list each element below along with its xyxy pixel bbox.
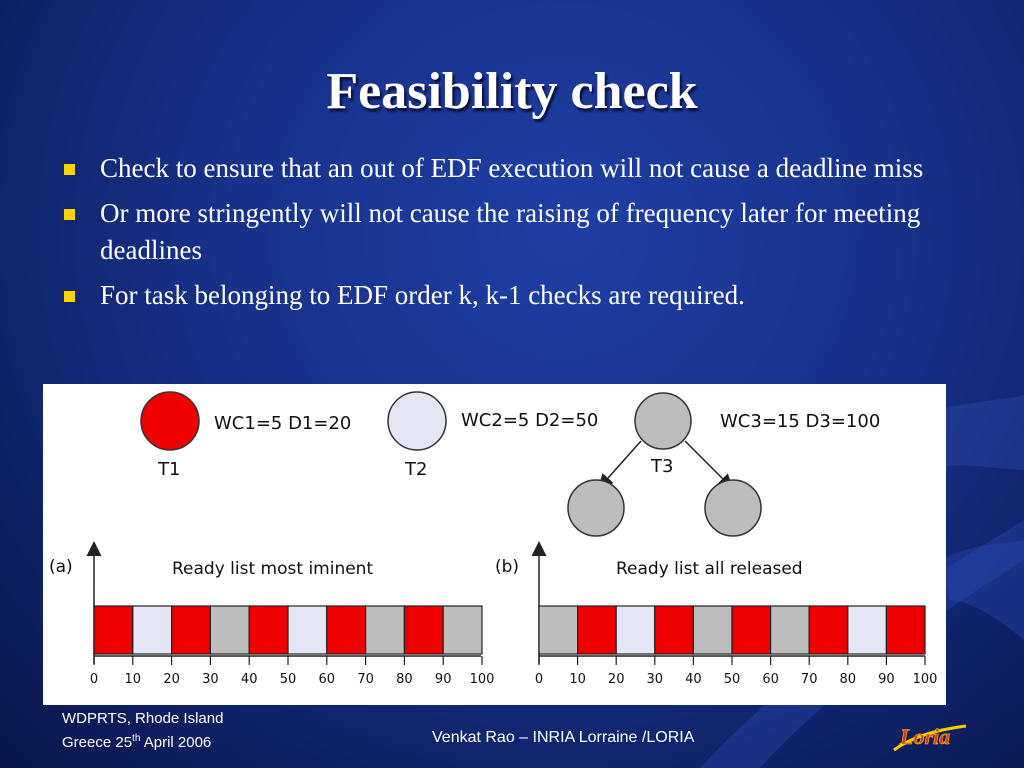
tick-label: 50 xyxy=(724,672,741,687)
bullet-text: Check to ensure that an out of EDF execu… xyxy=(100,153,924,183)
footer-venue-line2: Greece 25th April 2006 xyxy=(62,733,212,751)
bullet-item: Or more stringently will not cause the r… xyxy=(62,195,962,269)
schedule-slot-t3 xyxy=(209,605,250,655)
t3-child-right-node xyxy=(704,479,762,537)
t3-left-arrow xyxy=(598,440,642,490)
tick-label: 10 xyxy=(125,672,142,687)
timeline-a-tag: (a) xyxy=(49,557,73,577)
timeline-b-tag: (b) xyxy=(495,557,519,577)
schedule-slot-t1 xyxy=(654,605,694,655)
loria-logo: Loria xyxy=(893,724,967,752)
tick-label: 80 xyxy=(396,672,413,687)
tick-label: 0 xyxy=(90,672,98,687)
schedule-slot-t3 xyxy=(692,605,733,655)
footer-venue: WDPRTS, Rhode Island Greece 25th April 2… xyxy=(62,709,223,753)
schedule-slot-t2 xyxy=(132,605,173,655)
tick-label: 40 xyxy=(685,672,702,687)
t3-right-arrow xyxy=(684,440,734,490)
timeline-a-title: Ready list most iminent xyxy=(172,559,373,579)
task-t3-node xyxy=(634,392,692,450)
schedule-slot-t1 xyxy=(326,605,367,655)
task-t2-label: T2 xyxy=(404,459,427,480)
tick-label: 60 xyxy=(319,672,336,687)
scheduling-figure: WC1=5 D1=20 T1 WC2=5 D2=50 T2 WC3=15 D3=… xyxy=(43,384,946,705)
schedule-slot-t1 xyxy=(885,605,926,655)
schedule-slot-t1 xyxy=(171,605,212,655)
tick-label: 40 xyxy=(241,672,258,687)
schedule-slot-t3 xyxy=(538,605,579,655)
schedule-slot-t1 xyxy=(93,605,134,655)
task-t1-params: WC1=5 D1=20 xyxy=(214,413,351,434)
tick-label: 60 xyxy=(762,672,779,687)
tick-label: 100 xyxy=(470,672,495,687)
bullet-item: Check to ensure that an out of EDF execu… xyxy=(62,150,962,187)
schedule-slot-t1 xyxy=(248,605,289,655)
tick-label: 90 xyxy=(435,672,452,687)
schedule-slot-t3 xyxy=(365,605,406,655)
task-t3-label: T3 xyxy=(650,456,673,477)
schedule-slot-t2 xyxy=(615,605,656,655)
tick-label: 80 xyxy=(840,672,857,687)
bullet-list: Check to ensure that an out of EDF execu… xyxy=(62,150,962,322)
schedule-slot-t1 xyxy=(403,605,444,655)
schedule-slot-t2 xyxy=(287,605,328,655)
schedule-slot-t3 xyxy=(442,605,483,655)
bullet-text: For task belonging to EDF order k, k-1 c… xyxy=(100,280,745,310)
task-t1-label: T1 xyxy=(157,459,180,480)
tick-label: 0 xyxy=(535,672,543,687)
tick-label: 100 xyxy=(913,672,938,687)
bullet-item: For task belonging to EDF order k, k-1 c… xyxy=(62,277,962,314)
timeline-a: (a) Ready list most iminent 0 10 20 30 40 50 6… xyxy=(49,541,495,687)
tick-label: 10 xyxy=(569,672,586,687)
svg-text:Loria: Loria xyxy=(899,724,950,749)
footer-author: Venkat Rao – INRIA Lorraine /LORIA xyxy=(432,729,695,746)
square-bullet-icon xyxy=(64,291,75,302)
schedule-slot-t1 xyxy=(731,605,772,655)
timeline-b-title: Ready list all released xyxy=(616,559,803,579)
task-t2-node xyxy=(387,391,447,451)
schedule-slot-t1 xyxy=(576,605,617,655)
task-t3-params: WC3=15 D3=100 xyxy=(720,411,880,432)
square-bullet-icon xyxy=(64,209,75,220)
schedule-slot-t2 xyxy=(847,605,887,655)
t3-child-left-node xyxy=(567,479,625,537)
tick-label: 50 xyxy=(280,672,297,687)
tick-label: 30 xyxy=(202,672,219,687)
tick-label: 70 xyxy=(801,672,818,687)
schedule-slot-t1 xyxy=(808,605,849,655)
bullet-text: Or more stringently will not cause the r… xyxy=(100,198,921,265)
slide-title: Feasibility check xyxy=(326,63,698,120)
timeline-b: (b) Ready list all released 0 10 20 30 40 50 6… xyxy=(495,541,938,687)
tick-label: 90 xyxy=(878,672,895,687)
tick-label: 20 xyxy=(608,672,625,687)
schedule-slot-t3 xyxy=(769,605,810,655)
task-t1-node xyxy=(140,391,200,451)
footer-venue-line1: WDPRTS, Rhode Island xyxy=(62,710,224,727)
square-bullet-icon xyxy=(64,164,75,175)
tick-label: 30 xyxy=(647,672,664,687)
task-t2-params: WC2=5 D2=50 xyxy=(461,410,598,431)
tick-label: 20 xyxy=(163,672,180,687)
tick-label: 70 xyxy=(357,672,374,687)
